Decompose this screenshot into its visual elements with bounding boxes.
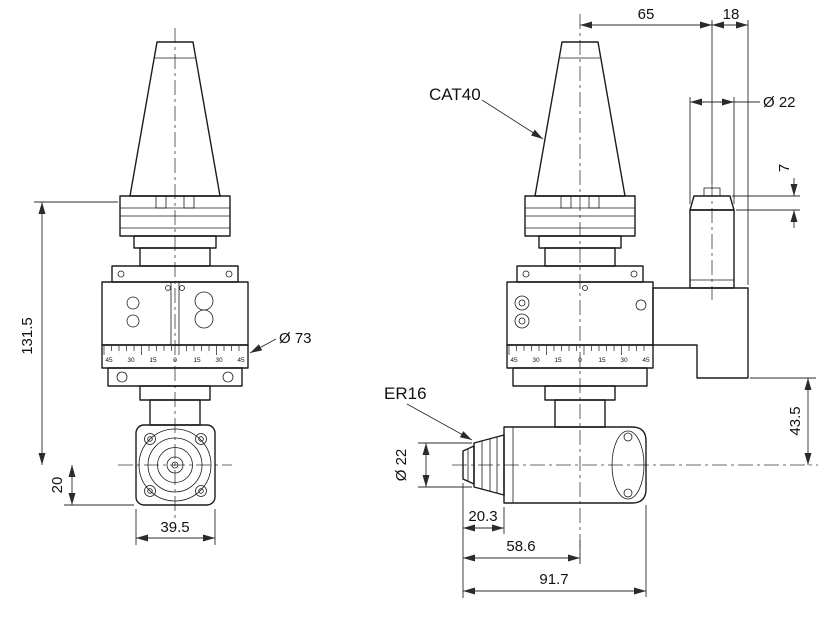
label-er16: ER16: [384, 384, 473, 441]
dim-side-nose-to-axis: 58.6: [463, 538, 581, 564]
dial-number: 0: [578, 357, 582, 364]
dial-number: 30: [532, 357, 540, 364]
dim-text-20: 20: [49, 477, 66, 494]
dim-text-91-7: 91.7: [539, 571, 568, 588]
dial-number: 45: [510, 357, 518, 364]
dim-text-20-3: 20.3: [468, 508, 497, 525]
front-taper-shank: [111, 41, 239, 283]
dim-text-58-6: 58.6: [506, 538, 535, 555]
front-centerlines: [118, 28, 232, 518]
dim-text-39-5: 39.5: [160, 519, 189, 536]
front-dial-ticks: [103, 346, 240, 355]
dim-text-dia-22-collet: Ø 22: [393, 449, 410, 482]
side-bracket-arm: [652, 287, 749, 379]
dim-side-step-height: 7: [732, 164, 800, 228]
dial-number: 45: [642, 357, 650, 364]
dial-number: 15: [598, 357, 606, 364]
dim-side-axis-to-port: 65: [580, 6, 713, 184]
dim-text-65: 65: [638, 6, 655, 23]
dial-number: 45: [105, 357, 113, 364]
dial-number: 0: [173, 357, 177, 364]
dial-number: 30: [620, 357, 628, 364]
er16-label: ER16: [384, 384, 427, 403]
dim-text-43-5: 43.5: [787, 406, 804, 435]
dim-text-dia-73: Ø 73: [279, 330, 312, 347]
front-corner-screws: [144, 433, 207, 497]
dim-side-arm-to-axis: 43.5: [750, 377, 816, 465]
dim-side-overall-length: 91.7: [463, 505, 647, 597]
front-dial-numbers: 45 30 15 0 15 30 45: [105, 357, 245, 364]
cat40-label: CAT40: [429, 85, 481, 104]
dial-number: 45: [237, 357, 245, 364]
dim-front-head-width: 39.5: [135, 509, 216, 545]
dim-text-7: 7: [776, 164, 793, 172]
dim-side-port-diameter: Ø 22: [689, 94, 796, 204]
side-graduated-dial: 45 30 15 0 15 30 45: [506, 344, 654, 369]
dim-front-total-height: 131.5: [19, 201, 118, 465]
side-grease-port: [689, 187, 735, 289]
dim-front-body-diameter: Ø 73: [249, 330, 312, 354]
dial-number: 30: [215, 357, 223, 364]
dial-number: 15: [193, 357, 201, 364]
label-cat40: CAT40: [429, 85, 544, 140]
dim-text-18: 18: [723, 6, 740, 23]
side-view: 45 30 15 0 15 30 45: [452, 14, 818, 560]
dim-text-dia-22-port: Ø 22: [763, 94, 796, 111]
front-view: 45 30 15 0 15 30 45: [101, 28, 249, 518]
dim-side-nose-length: 20.3: [462, 483, 505, 598]
dial-number: 15: [554, 357, 562, 364]
dim-side-port-offset: 18: [712, 6, 749, 285]
side-dial-numbers: 45 30 15 0 15 30 45: [510, 357, 650, 364]
er16-collet-nut: [462, 434, 505, 496]
dim-text-131-5: 131.5: [19, 317, 36, 355]
side-angle-head: [462, 426, 647, 504]
dial-number: 30: [127, 357, 135, 364]
front-angle-head: [135, 424, 216, 506]
dial-number: 15: [149, 357, 157, 364]
side-dial-ticks: [508, 346, 645, 355]
dim-front-center-to-nose: 20: [49, 465, 134, 506]
